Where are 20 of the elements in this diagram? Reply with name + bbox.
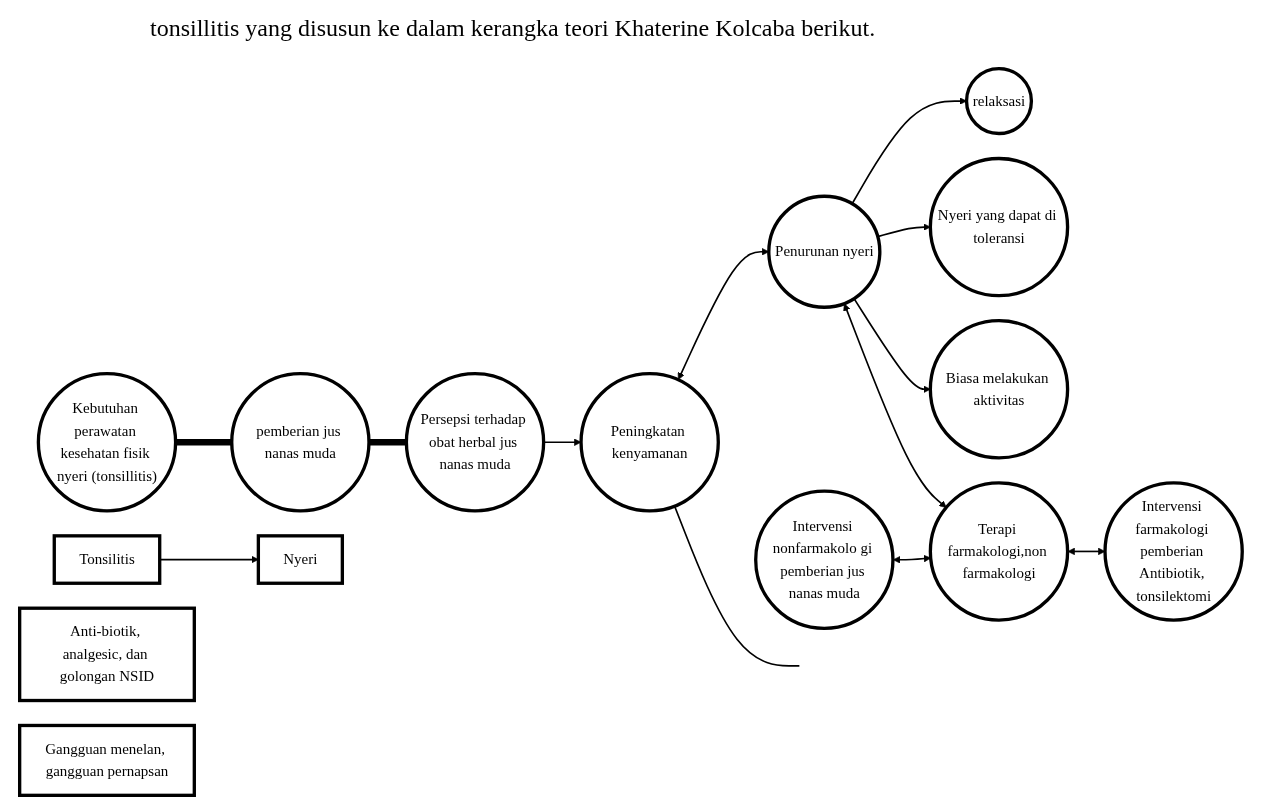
node-circle: Intervensi farmakologi pemberian Antibiotik, tonsilektomi (1103, 481, 1244, 622)
node-box: Tonsilitis (52, 534, 162, 585)
connector (175, 438, 232, 446)
node-circle: Nyeri yang dapat di toleransi (928, 156, 1070, 298)
node-circle: Terapi farmakologi,non farmakologi (928, 481, 1070, 622)
node-circle: Peningkatan kenyamanan (579, 372, 720, 513)
connector (673, 505, 801, 667)
node-box: Nyeri (256, 534, 345, 585)
arrow (843, 303, 947, 508)
node-circle: Intervensi nonfarmakolo gi pemberian jus nanas muda (754, 489, 895, 631)
node-box: Anti-biotik, analgesic, dan golongan NSID (18, 606, 197, 703)
node-circle: relaksasi (964, 67, 1034, 136)
node-box: Gangguan menelan, gangguan pernapsan (18, 723, 197, 797)
node-circle: Biasa melakukan aktivitas (928, 318, 1070, 460)
node-circle: pemberian jus nanas muda (230, 372, 371, 513)
connector (368, 438, 407, 446)
node-circle: Penurunan nyeri (767, 194, 882, 309)
node-circle: Persepsi terhadap obat herbal jus nanas muda (404, 372, 546, 513)
node-circle: Kebutuhan perawatan kesehatan fisik nyeri (tonsillitis) (36, 372, 178, 513)
body-text: tonsillitis yang disusun ke dalam kerangka teori Khaterine Kolcaba berikut. (150, 14, 877, 43)
